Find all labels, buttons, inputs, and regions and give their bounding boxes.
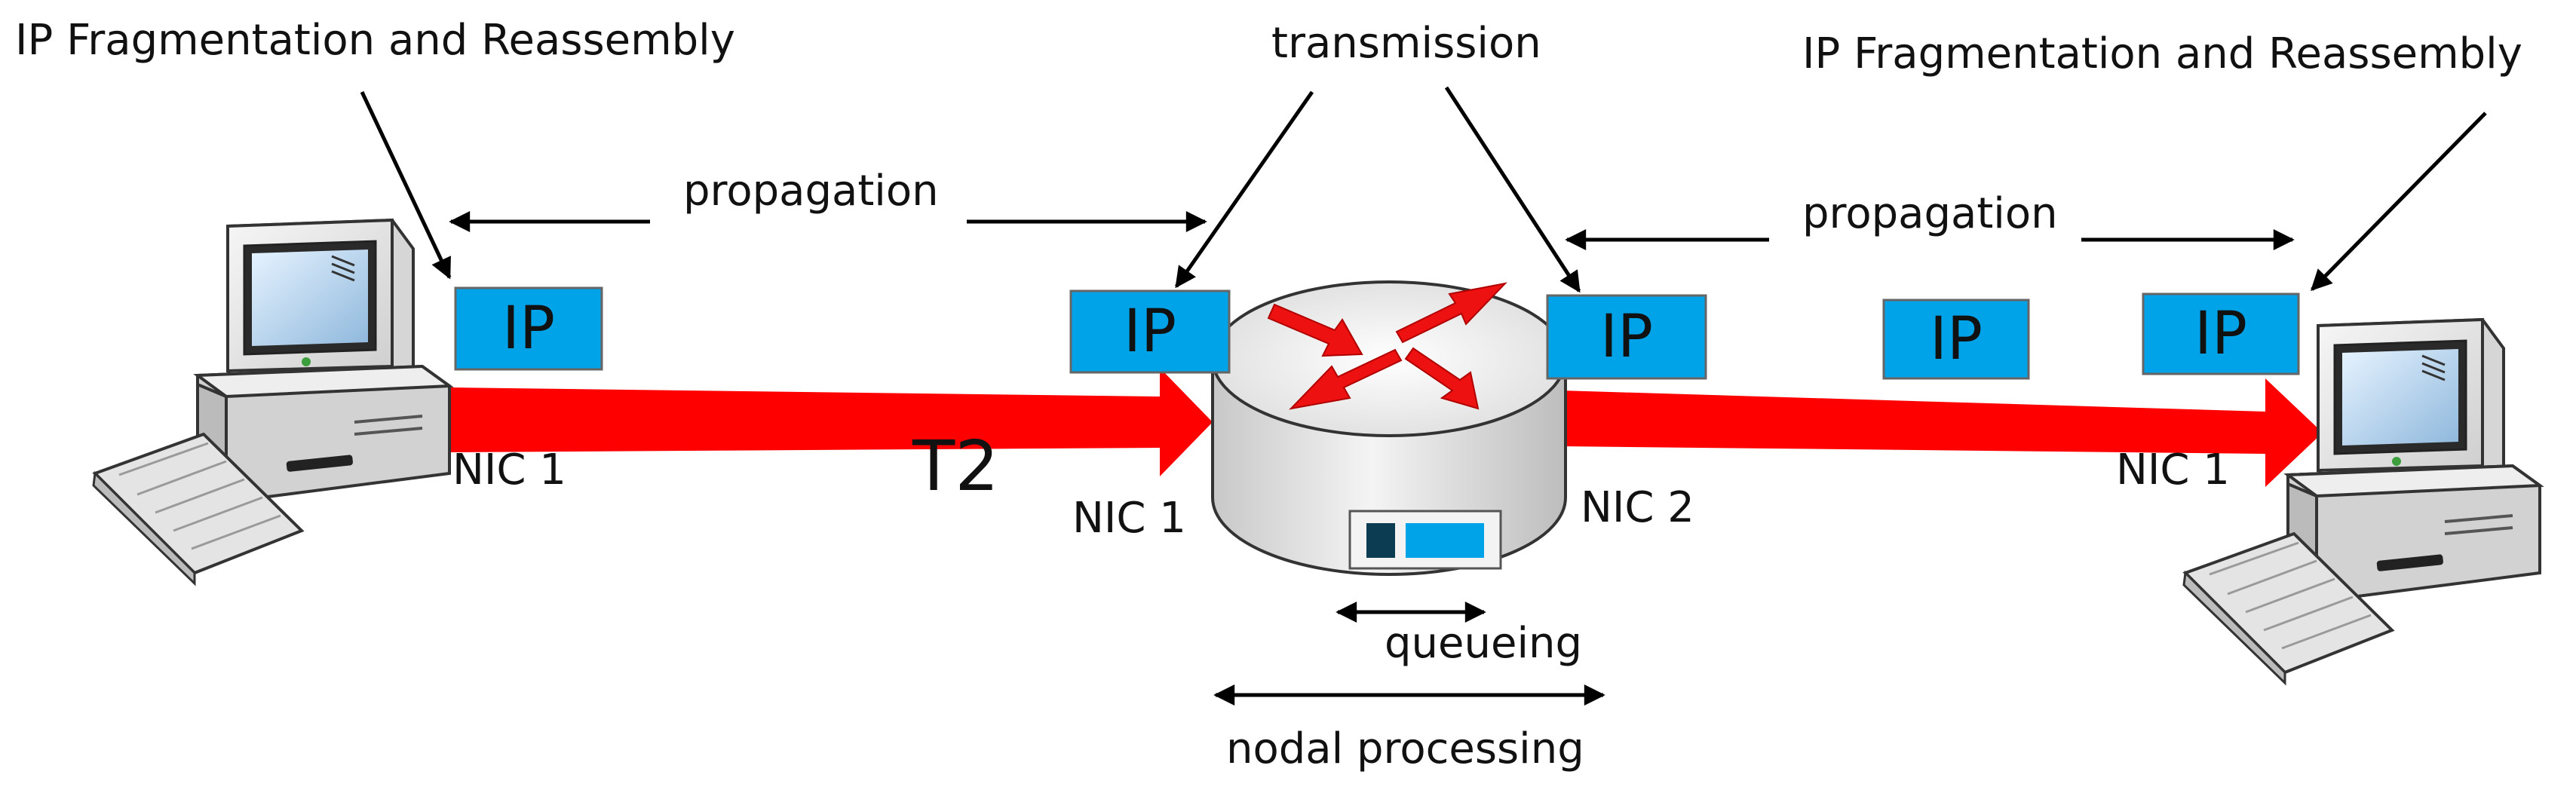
queue-indicator-dark xyxy=(1366,523,1395,558)
propagation-label-right: propagation xyxy=(1802,189,2058,238)
link-left xyxy=(451,368,1213,476)
nodal-processing-label: nodal processing xyxy=(1226,724,1584,773)
queue-indicator-light xyxy=(1406,523,1484,558)
transmission-right-pointer xyxy=(1444,86,1581,293)
ip-label: IP xyxy=(2194,300,2247,368)
nic-label-right-host: NIC 1 xyxy=(2116,446,2230,495)
propagation-label-left: propagation xyxy=(683,167,939,216)
t2-label: T2 xyxy=(912,426,999,507)
ip-packet-left-host: IP xyxy=(454,286,603,371)
link-right xyxy=(1561,378,2323,487)
router-icon xyxy=(1211,280,1567,576)
ip-packet-router-in: IP xyxy=(1069,289,1231,374)
ip-packet-router-out: IP xyxy=(1546,294,1707,380)
ip-packet-in-transit: IP xyxy=(1882,299,2030,380)
ip-label: IP xyxy=(1930,305,1983,373)
nic-label-left-host: NIC 1 xyxy=(452,446,566,495)
transmission-label: transmission xyxy=(1271,19,1541,68)
frag-label-right: IP Fragmentation and Reassembly xyxy=(1802,29,2522,78)
frag-right-pointer xyxy=(2311,112,2487,291)
ip-label: IP xyxy=(502,295,555,363)
frag-left-pointer xyxy=(360,90,452,280)
queueing-label: queueing xyxy=(1385,619,1582,668)
ip-label: IP xyxy=(1600,303,1653,371)
right-computer-icon xyxy=(2182,317,2544,686)
nic-label-router-out: NIC 2 xyxy=(1581,483,1694,532)
frag-label-left: IP Fragmentation and Reassembly xyxy=(15,16,735,65)
transmission-left-pointer xyxy=(1174,90,1314,289)
ip-packet-right-host: IP xyxy=(2142,292,2300,375)
nic-label-router-in: NIC 1 xyxy=(1072,494,1186,543)
left-computer-icon xyxy=(92,218,454,586)
ip-label: IP xyxy=(1124,298,1176,366)
